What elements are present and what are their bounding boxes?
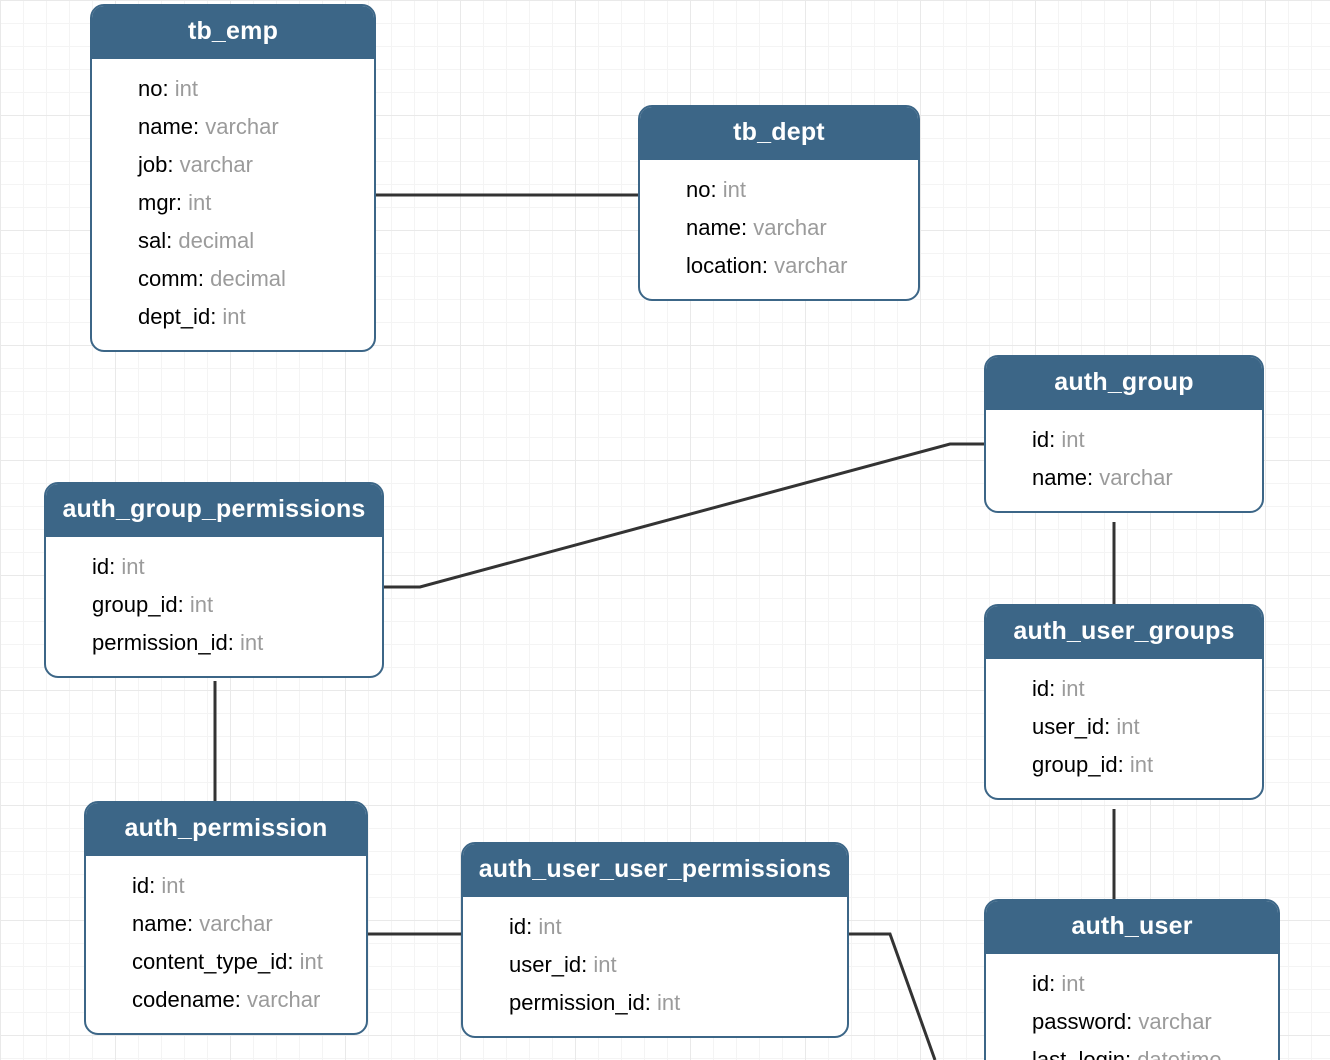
field-row: group_id: int [1032, 752, 1154, 777]
field-row: id: int [1032, 427, 1085, 452]
field-row: id: int [1032, 971, 1085, 996]
field-row: mgr: int [138, 190, 212, 215]
field-row: comm: decimal [138, 266, 286, 291]
entity-fields-auth_group_permissions: id: int group_id: int permission_id: int [46, 537, 382, 676]
field-row: name: varchar [138, 114, 279, 139]
field-row: name: varchar [686, 215, 827, 240]
field-row: no: int [686, 177, 746, 202]
field-row: sal: decimal [138, 228, 255, 253]
edge-auth_group_permissions-auth_group [382, 442, 986, 589]
entity-fields-auth_group: id: int name: varchar [986, 410, 1262, 511]
field-row: id: int [509, 914, 562, 939]
field-row: location: varchar [686, 253, 848, 278]
field-row: user_id: int [509, 952, 617, 977]
entity-tb_emp[interactable]: tb_emp no: int name: varchar job: varcha… [90, 4, 376, 352]
entity-header-auth_user: auth_user [986, 901, 1278, 954]
entity-auth_user[interactable]: auth_user id: int password: varchar last… [984, 899, 1280, 1060]
field-row: dept_id: int [138, 304, 246, 329]
field-row: id: int [132, 873, 185, 898]
field-row: permission_id: int [92, 630, 264, 655]
entity-tb_dept[interactable]: tb_dept no: int name: varchar location: … [638, 105, 920, 301]
field-row: password: varchar [1032, 1009, 1212, 1034]
entity-header-auth_user_groups: auth_user_groups [986, 606, 1262, 659]
field-row: id: int [1032, 676, 1085, 701]
entity-header-auth_group: auth_group [986, 357, 1262, 410]
entity-auth_permission[interactable]: auth_permission id: int name: varchar co… [84, 801, 368, 1035]
field-row: job: varchar [138, 152, 253, 177]
entity-header-auth_user_user_permissions: auth_user_user_permissions [463, 844, 847, 897]
field-row: content_type_id: int [132, 949, 323, 974]
entity-fields-auth_permission: id: int name: varchar content_type_id: i… [86, 856, 366, 1033]
entity-auth_group_permissions[interactable]: auth_group_permissions id: int group_id:… [44, 482, 384, 678]
field-row: name: varchar [1032, 465, 1173, 490]
field-row: permission_id: int [509, 990, 681, 1015]
entity-fields-auth_user_user_permissions: id: int user_id: int permission_id: int [463, 897, 847, 1036]
entity-auth_user_groups[interactable]: auth_user_groups id: int user_id: int gr… [984, 604, 1264, 800]
entity-header-auth_permission: auth_permission [86, 803, 366, 856]
entity-fields-tb_emp: no: int name: varchar job: varchar mgr: … [92, 59, 374, 350]
field-row: codename: varchar [132, 987, 321, 1012]
edge-auth_user_user_permissions-auth_user [848, 932, 937, 1060]
field-row: user_id: int [1032, 714, 1140, 739]
entity-fields-auth_user_groups: id: int user_id: int group_id: int [986, 659, 1262, 798]
entity-header-tb_emp: tb_emp [92, 6, 374, 59]
field-row: no: int [138, 76, 198, 101]
entity-auth_user_user_permissions[interactable]: auth_user_user_permissions id: int user_… [461, 842, 849, 1038]
field-row: name: varchar [132, 911, 273, 936]
entity-header-auth_group_permissions: auth_group_permissions [46, 484, 382, 537]
entity-fields-auth_user: id: int password: varchar last_login: da… [986, 954, 1278, 1060]
field-row: last_login: datetime [1032, 1047, 1222, 1060]
field-row: group_id: int [92, 592, 214, 617]
entity-header-tb_dept: tb_dept [640, 107, 918, 160]
field-row: id: int [92, 554, 145, 579]
entity-auth_group[interactable]: auth_group id: int name: varchar [984, 355, 1264, 513]
entity-fields-tb_dept: no: int name: varchar location: varchar [640, 160, 918, 299]
